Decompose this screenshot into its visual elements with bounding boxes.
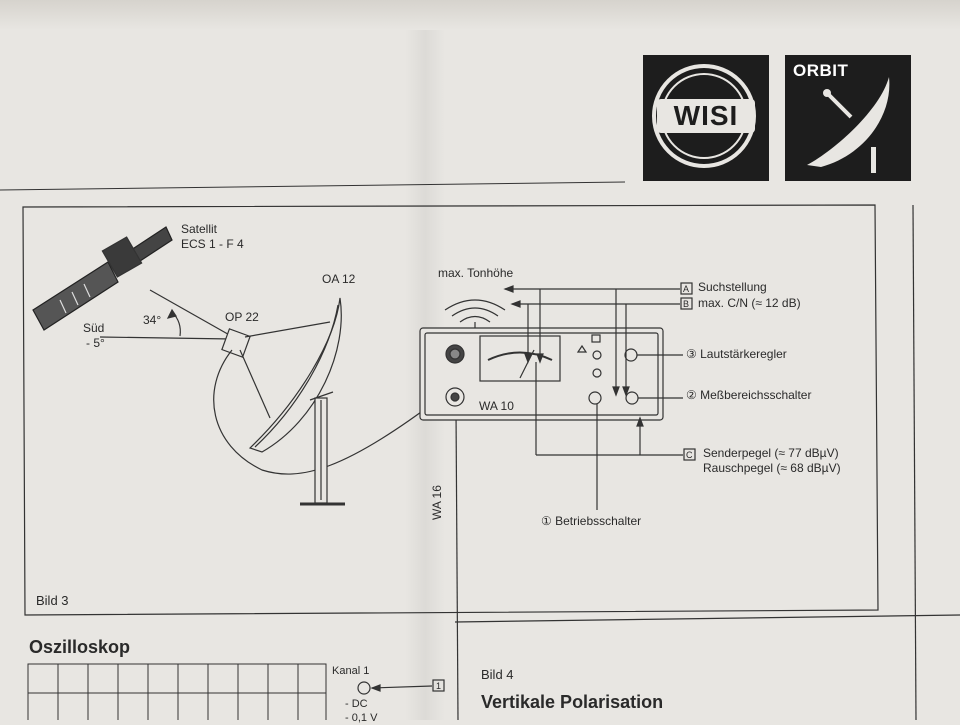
max-cn-label: max. C/N (≈ 12 dB) [698,296,801,310]
channel-label: Kanal 1 [332,665,370,677]
output-socket [445,387,465,407]
beam-line [149,289,234,338]
figure4-caption: Bild 4 [481,667,514,682]
noise-level-label: Rauschpegel (≈ 68 dBµV) [703,461,841,475]
right-margin-rule [912,204,917,720]
meter-housing-inner [424,332,659,416]
azimuth-value: - 5° [86,336,105,350]
feed-label: OP 22 [225,310,259,324]
satellite-icon [32,226,173,331]
operation-switch-label: ① Betriebsschalter [541,514,642,528]
tone-label: max. Tonhöhe [438,266,514,280]
kanal-input-circle [357,681,371,695]
feed-strut-upper [244,321,331,338]
orbit-logo: ORBIT [785,55,911,181]
search-position-label: Suchstellung [698,280,767,294]
switch-indicator [591,334,601,343]
tone-wave-2 [451,307,499,317]
antenna-label: OA 12 [322,272,356,286]
led-2 [592,368,602,378]
wa16-cable [455,409,459,720]
led-1 [592,350,602,360]
coupling-label: - DC [345,698,368,710]
tone-wave-3 [459,315,491,323]
satellite-name: ECS 1 - F 4 [181,237,244,251]
volume-control-label: ③ Lautstärkeregler [686,347,787,361]
header-rule [0,181,626,191]
elevation-angle: 34° [143,313,162,327]
feed-cable [213,349,441,475]
feed-strut-lower [239,349,271,419]
knob-1 [588,391,602,405]
azimuth-label: Süd [83,321,105,335]
cable-label: WA 16 [430,485,444,520]
figure-frame [22,204,879,616]
orbit-logo-text: ORBIT [793,61,849,80]
meter-scale [487,351,553,361]
bottom-rule [454,614,960,623]
voltage-label: - 0,1 V [345,712,378,724]
meter-needle [519,349,535,379]
callout-box-b [680,297,693,310]
oscilloscope-heading: Oszilloskop [29,637,131,657]
range-switch-label: ② Meßbereichsschalter [686,388,812,402]
callout-box-a [680,282,693,295]
feed-op22 [221,328,251,358]
wisi-logo-text: WISI [657,99,755,133]
top-edge-shadow [0,0,960,30]
mast-arm [309,391,334,401]
polarisation-heading: Vertikale Polarisation [481,692,664,712]
meter-model-label: WA 10 [479,399,514,413]
callout-box-1 [432,679,445,692]
signal-level-label: Senderpegel (≈ 77 dBµV) [703,446,839,460]
figure-caption: Bild 3 [36,593,69,608]
horizon-line [99,336,233,340]
dish-reflector [248,297,342,453]
tone-wave-1 [444,299,506,311]
wisi-logo: WISI [643,55,769,181]
dish-rim [254,304,339,448]
satellite-label: Satellit [181,222,218,236]
satellite-dish-icon [807,77,890,173]
callout-a-letter: A [683,284,690,294]
callout-c-letter: C [686,450,693,460]
oscilloscope-grid [27,663,327,720]
callout-b-letter: B [683,299,690,309]
callout-1-label: 1 [436,681,442,691]
callout-box-c [683,448,696,461]
